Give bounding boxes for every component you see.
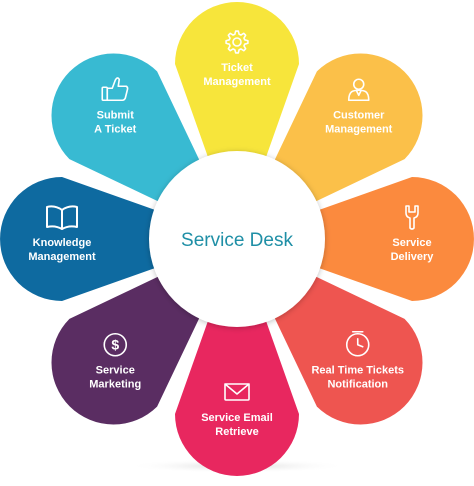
petal-line2: Notification	[327, 379, 388, 391]
petal-line1: Service	[392, 237, 431, 249]
thumbs-up-icon	[101, 77, 129, 102]
petal-line1: Real Time Tickets	[311, 365, 404, 377]
envelope-icon	[224, 383, 250, 401]
petal-line1: Ticket	[221, 62, 253, 74]
petal-line2: Marketing	[89, 379, 141, 391]
center-circle	[149, 151, 325, 327]
gear-icon	[225, 30, 249, 54]
svg-text:$: $	[111, 337, 119, 353]
petal-line1: Customer	[333, 109, 385, 121]
petal-ticket-management	[175, 2, 299, 239]
petal-line2: Management	[203, 76, 271, 88]
wrench-icon	[405, 205, 419, 230]
book-icon	[46, 205, 78, 230]
petal-title-submit-a-ticket: Submit A Ticket	[94, 109, 137, 135]
dollar-icon: $	[103, 332, 128, 357]
clock-icon	[345, 330, 370, 357]
center-title: Service Desk	[181, 230, 293, 251]
petal-line1: Service	[96, 365, 135, 377]
petal-line2: A Ticket	[94, 123, 137, 135]
petal-service-email-retrieve	[175, 239, 299, 476]
petal-label-submit-a-ticket: Submit A Ticket	[94, 77, 137, 135]
petal-line2: Retrieve	[215, 426, 258, 438]
petal-line1: Service Email	[201, 412, 273, 424]
user-icon	[347, 78, 370, 102]
petal-line2: Management	[325, 123, 393, 135]
petal-line2: Delivery	[391, 251, 435, 263]
petal-line1: Knowledge	[33, 237, 92, 249]
petal-line2: Management	[28, 251, 96, 263]
petal-line1: Submit	[97, 109, 135, 121]
